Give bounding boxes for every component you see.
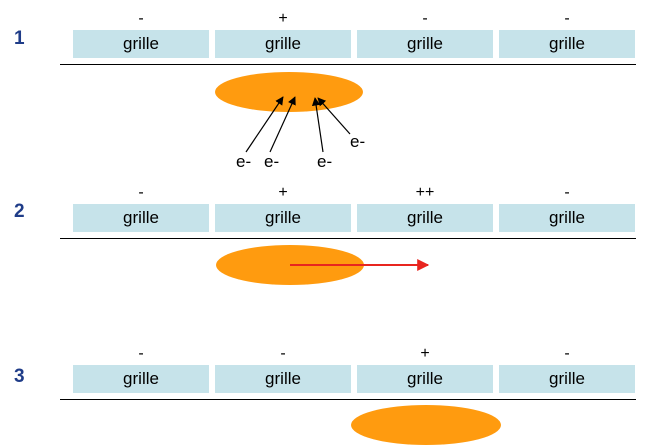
electron-label: e- <box>350 132 366 151</box>
step-number: 2 <box>14 201 25 222</box>
electron-label: e- <box>317 152 333 171</box>
grid-electrode: grille <box>73 204 209 232</box>
grid-electrode: grille <box>499 365 635 393</box>
substrate-line <box>60 238 636 239</box>
grid-sign: + <box>278 10 288 27</box>
substrate-line <box>60 64 636 65</box>
grid-sign: - <box>138 10 144 27</box>
grid-sign: + <box>278 184 288 201</box>
grid-sign: - <box>280 345 286 362</box>
grid-sign: - <box>422 10 428 27</box>
charge-packet <box>351 405 501 445</box>
electron-label: e- <box>236 152 252 171</box>
grid-sign: ++ <box>415 184 435 201</box>
substrate-line <box>60 399 636 400</box>
electron-label: e- <box>264 152 280 171</box>
grid-sign: - <box>138 184 144 201</box>
grid-electrode: grille <box>357 204 493 232</box>
step-number: 1 <box>14 28 25 49</box>
grid-electrode: grille <box>215 30 351 58</box>
grid-electrode: grille <box>499 204 635 232</box>
grid-electrode: grille <box>215 204 351 232</box>
grid-electrode: grille <box>499 30 635 58</box>
step-number: 3 <box>14 366 25 387</box>
grid-sign: - <box>138 345 144 362</box>
grid-sign: - <box>564 184 570 201</box>
charge-packet <box>216 245 364 285</box>
grid-sign: - <box>564 345 570 362</box>
grid-electrode: grille <box>357 30 493 58</box>
charge-packet <box>215 72 363 112</box>
grid-electrode: grille <box>73 365 209 393</box>
grid-electrode: grille <box>73 30 209 58</box>
grid-sign: + <box>420 345 430 362</box>
grid-electrode: grille <box>357 365 493 393</box>
grid-sign: - <box>564 10 570 27</box>
grid-electrode: grille <box>215 365 351 393</box>
